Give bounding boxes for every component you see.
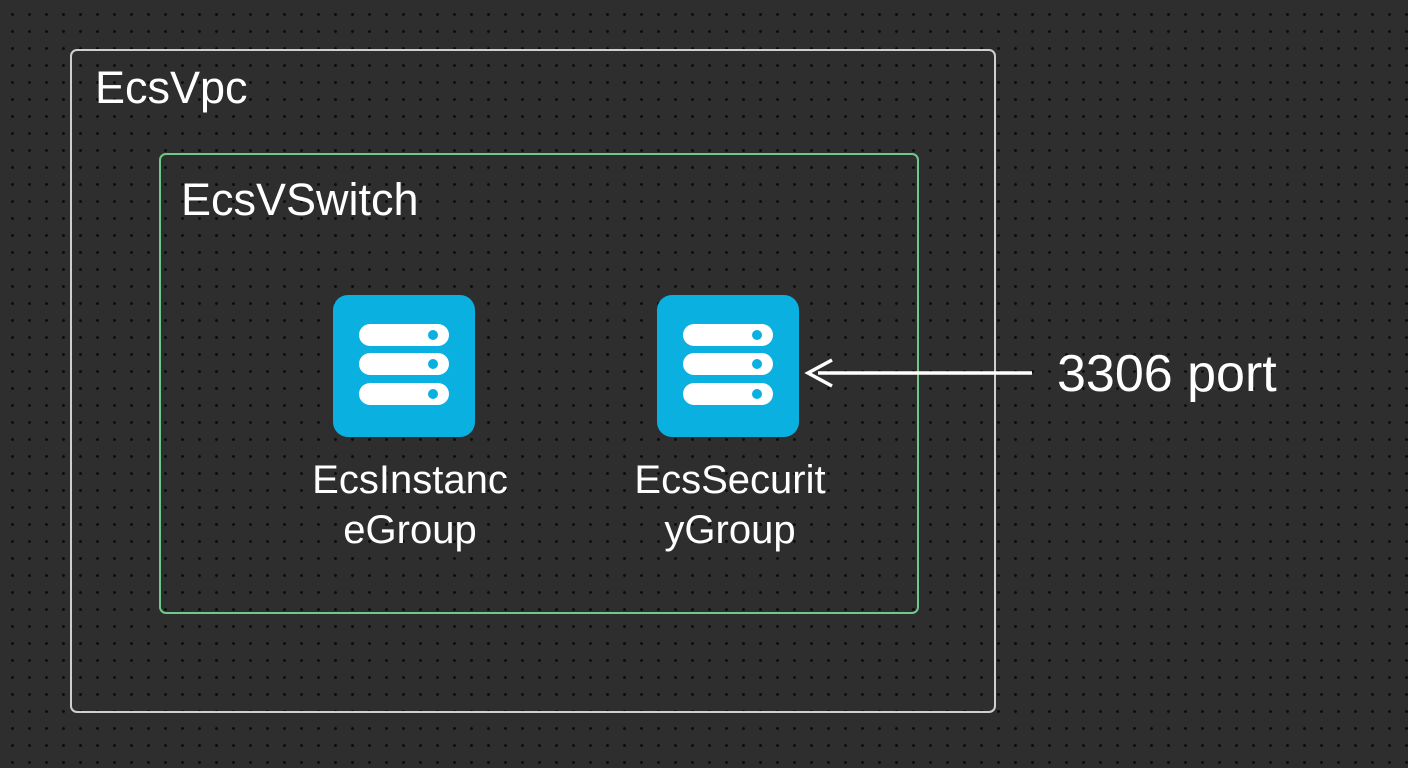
security-group-label: EcsSecurit yGroup xyxy=(600,455,860,555)
vpc-label: EcsVpc xyxy=(95,62,248,113)
instance-group-label: EcsInstanc eGroup xyxy=(280,455,540,555)
instance-group-label-line1: EcsInstanc xyxy=(312,458,508,502)
server-stack-icon[interactable] xyxy=(333,295,475,437)
port-label: 3306 port xyxy=(1057,345,1277,403)
server-stack-icon[interactable] xyxy=(657,295,799,437)
vswitch-container xyxy=(159,153,919,614)
instance-group-label-line2: eGroup xyxy=(343,508,477,552)
vpc-container xyxy=(70,49,996,713)
vswitch-label: EcsVSwitch xyxy=(181,174,419,225)
security-group-label-line2: yGroup xyxy=(664,508,796,552)
arrow-left-icon xyxy=(804,358,1032,388)
security-group-label-line1: EcsSecurit xyxy=(634,458,826,502)
